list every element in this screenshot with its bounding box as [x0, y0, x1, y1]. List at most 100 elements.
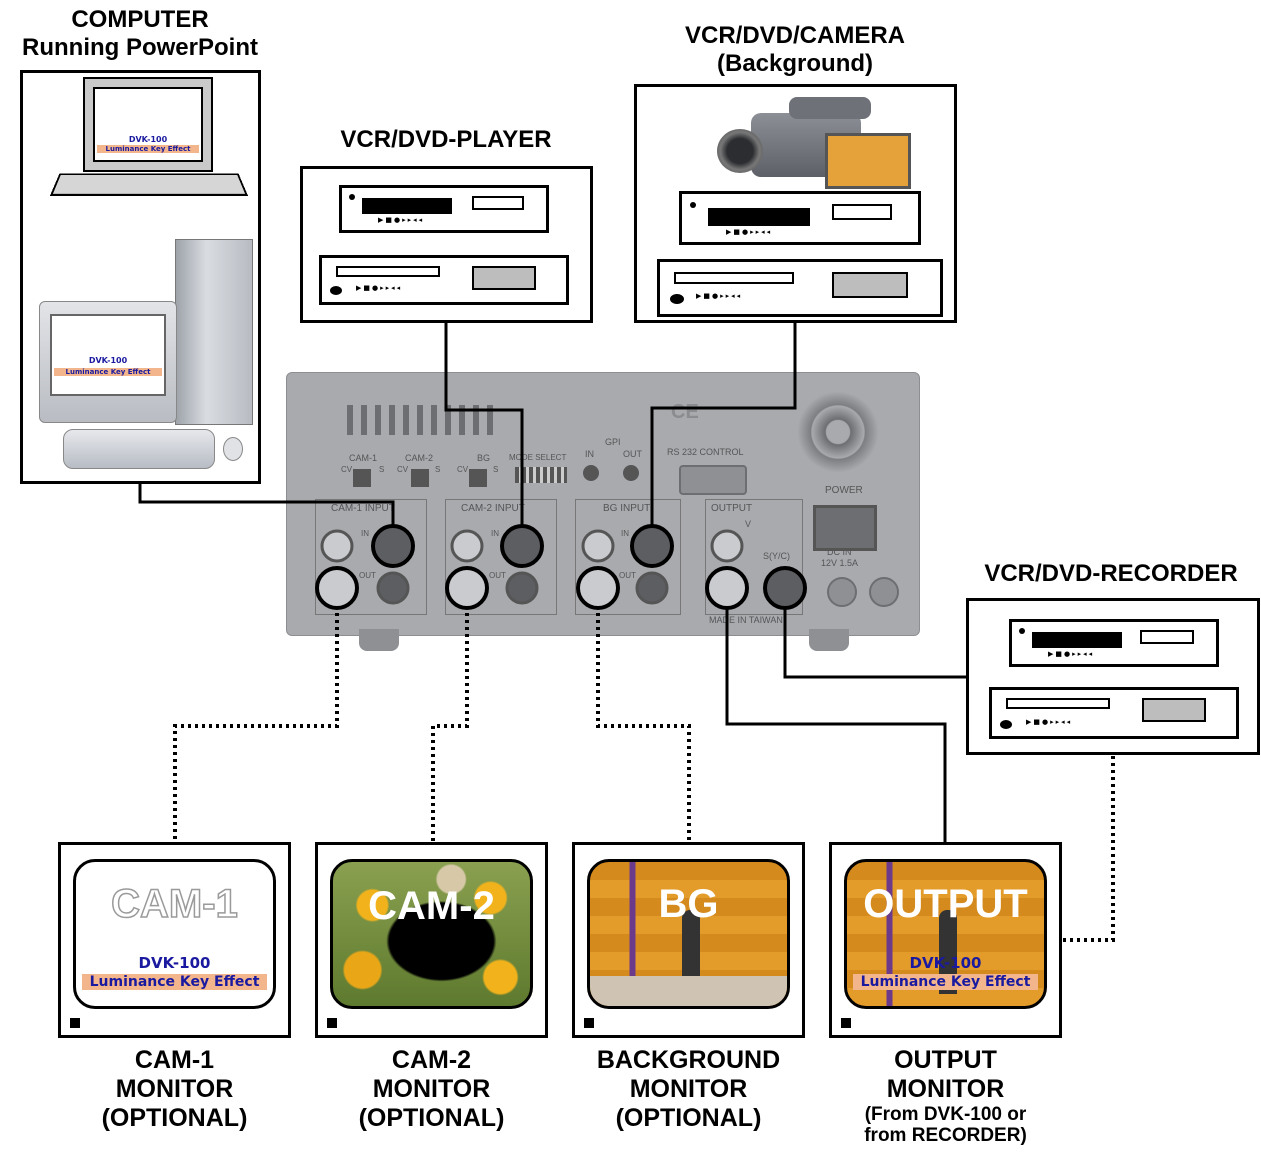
bg-switch-cv: CV — [457, 465, 469, 474]
cam1-switch-s: S — [379, 465, 385, 474]
cam2-monitor-led — [327, 1018, 337, 1028]
cam2-input-group — [445, 499, 557, 615]
bg-monitor-caption: BACKGROUND MONITOR (OPTIONAL) — [560, 1046, 817, 1132]
dc-in-jack[interactable] — [827, 577, 857, 607]
switch-label-cam1: CAM-1 — [349, 453, 378, 463]
recorder-label: VCR/DVD-RECORDER — [984, 560, 1238, 587]
output-caption-line4: from RECORDER) — [864, 1125, 1027, 1147]
player-dvd-controls: ▶■●▸▸◂◂ — [356, 284, 403, 292]
bg-s-out-port — [635, 571, 669, 605]
output-overlay-title: DVK-100 — [909, 954, 982, 972]
gpi-in-jack[interactable] — [583, 465, 599, 481]
bg-cv-s-switch[interactable] — [469, 469, 487, 487]
computer-label-line1: COMPUTER — [71, 6, 209, 33]
cam1-monitor: CAM-1 DVK-100 Luminance Key Effect — [58, 842, 291, 1038]
camera-dvd-controls: ▶■●▸▸◂◂ — [696, 292, 743, 300]
player-dvd-display — [472, 266, 536, 290]
recorder-dvd-power — [1000, 720, 1012, 729]
output-s-label: S(Y/C) — [763, 551, 790, 561]
output-v-label: V — [745, 519, 752, 529]
cam1-overlay-subtitle: Luminance Key Effect — [82, 974, 267, 990]
cam2-bnc-in-port — [450, 529, 484, 563]
panel-feet-left — [359, 629, 399, 651]
dc-in-label: DC IN — [827, 547, 852, 557]
cam2-caption-line3: (OPTIONAL) — [358, 1103, 505, 1132]
cable-camera-bg — [650, 323, 797, 527]
bg-bnc-out-port — [576, 566, 620, 610]
camera-vcr: ▶■●▸▸◂◂ — [679, 191, 921, 245]
cam2-input-label: CAM-2 INPUT — [461, 503, 525, 514]
cam2-monitor-caption: CAM-2 MONITOR (OPTIONAL) — [315, 1046, 548, 1132]
cam2-monitor: CAM-2 — [315, 842, 548, 1038]
cam1-bnc-out-port — [315, 566, 359, 610]
cam2-screen-text: CAM-2 — [368, 884, 495, 928]
cam2-cv-s-switch[interactable] — [411, 469, 429, 487]
mode-select-label: MODE SELECT — [509, 453, 567, 462]
bg-s-in-port — [630, 524, 674, 568]
bg-bnc-in-port — [581, 529, 615, 563]
recorder-vcr-controls: ▶■●▸▸◂◂ — [1048, 650, 1095, 658]
cam1-monitor-led — [70, 1018, 80, 1028]
bg-switch-s: S — [493, 465, 499, 474]
output-monitor-led — [841, 1018, 851, 1028]
output-group — [705, 499, 803, 615]
output-caption-line1: OUTPUT — [894, 1046, 997, 1074]
cooling-fan — [797, 391, 879, 473]
made-in-label: MADE IN TAIWAN — [709, 615, 783, 625]
recorder-dvd-disc-tray — [1006, 698, 1110, 709]
recorder-vcr-led — [1019, 628, 1025, 634]
camcorder-lens — [717, 129, 763, 173]
ground-jack[interactable] — [869, 577, 899, 607]
pc-tower — [175, 239, 253, 425]
output-overlay-subtitle: Luminance Key Effect — [853, 974, 1038, 990]
bg-screen-text: BG — [658, 882, 719, 926]
rs232-port[interactable] — [679, 465, 747, 495]
output-caption-line3: (From DVK-100 or — [864, 1103, 1027, 1125]
recorder-vcr-slot — [1032, 632, 1122, 648]
computer-label-line2: Running PowerPoint — [22, 33, 258, 61]
recorder-vcr-counter — [1140, 630, 1194, 644]
crt-screen-subtitle: Luminance Key Effect — [54, 368, 162, 376]
player-vcr: ▶■●▸▸◂◂ — [339, 185, 549, 233]
cable-output-recorder — [783, 606, 966, 679]
camcorder-icon — [713, 95, 913, 189]
cable-player-cam2 — [444, 323, 524, 527]
player-vcr-counter — [472, 196, 524, 210]
cable-recorder-output-monitor — [1062, 756, 1115, 942]
cam1-monitor-screen: CAM-1 DVK-100 Luminance Key Effect — [73, 859, 276, 1009]
gpi-out-jack[interactable] — [623, 465, 639, 481]
cam2-caption-line1: CAM-2 — [391, 1046, 472, 1074]
cam1-switch-cv: CV — [341, 465, 353, 474]
output-label: OUTPUT — [711, 503, 753, 514]
player-dvd: ▶■●▸▸◂◂ — [319, 255, 569, 305]
crt-monitor: DVK-100 Luminance Key Effect — [39, 301, 177, 423]
player-box: ▶■●▸▸◂◂ ▶■●▸▸◂◂ — [300, 166, 593, 323]
camera-dvd-display — [832, 272, 908, 298]
cam2-port-out-label: OUT — [489, 571, 506, 580]
bg-monitor-screen: BG — [587, 859, 790, 1009]
camera-label-line2: (Background) — [717, 49, 873, 77]
cam1-cv-s-switch[interactable] — [353, 469, 371, 487]
laptop-screen-title: DVK-100 — [128, 135, 168, 144]
output-bnc-top-port — [710, 529, 744, 563]
switch-label-cam2: CAM-2 — [405, 453, 434, 463]
cam1-input-label: CAM-1 INPUT — [331, 503, 395, 514]
cam1-port-out-label: OUT — [359, 571, 376, 580]
player-vcr-led — [349, 194, 355, 200]
output-caption-line2: MONITOR — [886, 1074, 1005, 1103]
output-v-port — [705, 566, 749, 610]
camera-label: VCR/DVD/CAMERA (Background) — [634, 22, 956, 77]
cam2-switch-s: S — [435, 465, 441, 474]
camera-dvd-disc-tray — [674, 272, 794, 284]
recorder-vcr: ▶■●▸▸◂◂ — [1009, 619, 1219, 667]
mode-select-dip-switch[interactable] — [515, 467, 567, 483]
rs232-label: RS 232 CONTROL — [667, 447, 744, 457]
power-switch[interactable] — [813, 505, 877, 551]
cam1-s-in-port — [371, 524, 415, 568]
bg-input-group — [575, 499, 681, 615]
camera-vcr-led — [690, 202, 696, 208]
crt-screen: DVK-100 Luminance Key Effect — [50, 314, 166, 396]
gpi-label: GPI — [605, 437, 621, 447]
pc-keyboard — [63, 429, 215, 469]
cam1-caption-line2: MONITOR — [115, 1074, 234, 1103]
